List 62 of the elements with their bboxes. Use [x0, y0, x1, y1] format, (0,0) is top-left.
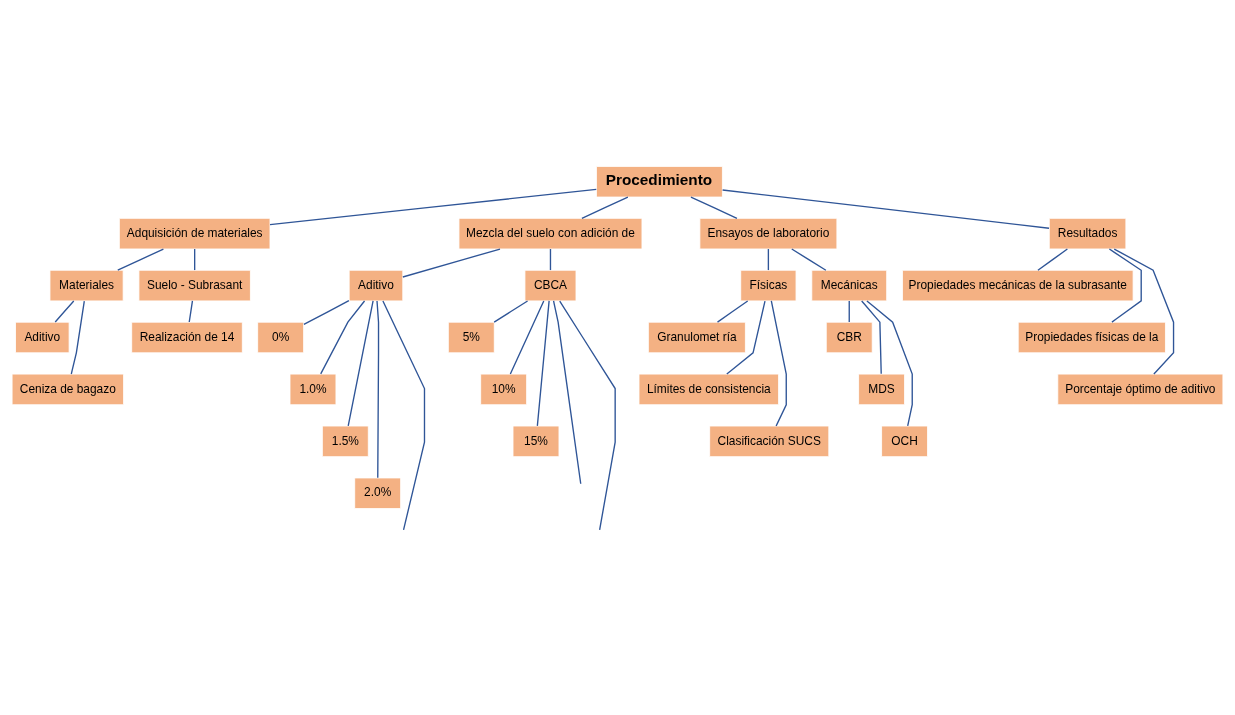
connector — [866, 300, 913, 427]
connector — [402, 248, 501, 278]
connector — [1108, 248, 1142, 323]
node-box: Ceniza de bagazo — [11, 373, 124, 406]
node-box: MDS — [858, 373, 905, 406]
node-box: Procedimiento — [596, 165, 723, 198]
node-box: Límites de consistencia — [638, 373, 779, 406]
node-box: Propiedades físicas de la — [1017, 321, 1166, 354]
connector — [861, 300, 882, 375]
node-box: Mezcla del suelo con adición de — [458, 217, 643, 250]
node-box: Clasificación SUCS — [709, 425, 830, 458]
connector — [54, 300, 75, 323]
connector — [552, 300, 582, 485]
node-box: OCH — [881, 425, 928, 458]
connector — [721, 189, 1050, 229]
connector — [716, 300, 749, 323]
node-box: 2.0% — [354, 477, 402, 509]
node-box: Mecánicas — [811, 269, 888, 302]
connector — [581, 196, 629, 219]
node-box: 1.5% — [321, 425, 369, 458]
node-box: Aditivo — [348, 269, 404, 302]
connector — [1113, 248, 1175, 375]
connector — [188, 300, 194, 323]
node-box: 1.0% — [289, 373, 337, 406]
connector — [726, 300, 766, 375]
node-box: 0% — [257, 321, 305, 354]
node-box: CBR — [825, 321, 873, 354]
node-box: Adquisición de materiales — [118, 217, 271, 250]
connector — [549, 248, 552, 271]
connector — [848, 300, 850, 323]
connector — [536, 300, 550, 427]
connector — [269, 188, 597, 226]
connector — [347, 300, 374, 427]
connector — [767, 248, 770, 271]
node-box: Aditivo — [15, 321, 70, 354]
node-box: 10% — [480, 373, 528, 406]
connector — [791, 248, 827, 271]
connector — [690, 196, 738, 219]
connector — [509, 300, 545, 375]
node-box: Resultados — [1048, 217, 1127, 250]
node-box: 5% — [447, 321, 495, 354]
connector — [770, 300, 787, 427]
connector — [320, 300, 366, 375]
connector — [559, 300, 616, 531]
node-box: 15% — [512, 425, 560, 458]
node-box: CBCA — [524, 269, 577, 302]
connector — [493, 300, 529, 323]
connector — [376, 300, 380, 479]
connector — [70, 300, 85, 375]
connector — [1037, 248, 1069, 271]
node-box: Materiales — [49, 269, 124, 302]
connector — [194, 248, 196, 271]
connector — [382, 300, 426, 531]
node-box: Porcentaje óptimo de aditivo — [1057, 373, 1224, 406]
node-box: Realización de 14 — [131, 321, 243, 354]
connector — [117, 248, 165, 271]
node-box: Físicas — [740, 269, 797, 302]
node-box: Propiedades mecánicas de la subrasante — [902, 269, 1134, 302]
node-box: Suelo - Subrasant — [138, 269, 251, 302]
node-box: Granulomet ría — [647, 321, 746, 354]
connector — [303, 300, 350, 326]
node-box: Ensayos de laboratorio — [699, 217, 838, 250]
